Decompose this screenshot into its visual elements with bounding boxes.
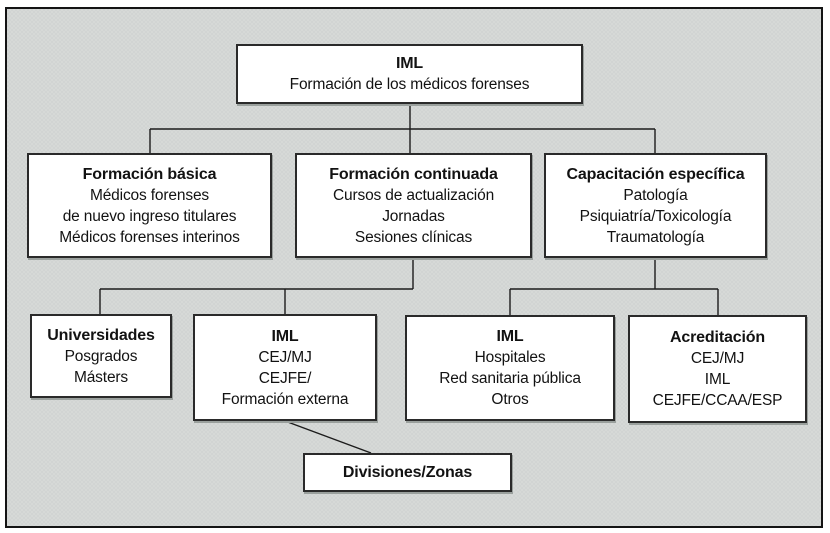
node-line: CEJFE/CCAA/ESP [652,392,783,409]
node-line: Cursos de actualización [332,186,495,204]
node-line: Red sanitaria pública [439,370,581,387]
node-title: IML [271,327,299,345]
node-line: Otros [491,391,529,408]
node-iml-cej: IML CEJ/MJ CEJFE/ Formación externa [193,314,377,421]
node-title: Divisiones/Zonas [342,464,473,481]
node-line: Másters [73,368,129,386]
node-line: IML [704,371,731,388]
node-formacion-continuada: Formación continuada Cursos de actualiza… [295,153,532,258]
node-title: Universidades [47,326,155,344]
node-line: de nuevo ingreso titulares [62,207,237,225]
node-line: Traumatología [606,228,705,246]
node-line: CEJ/MJ [690,350,745,367]
node-line: Jornadas [382,207,445,225]
node-line: CEJ/MJ [258,348,312,366]
node-title: Formación básica [82,165,217,183]
node-line: Médicos forenses interinos [59,228,240,246]
node-formacion-basica: Formación básica Médicos forenses de nue… [27,153,272,258]
node-line: CEJFE/ [258,369,312,387]
node-line: Sesiones clínicas [354,228,473,246]
node-iml-hospitales: IML Hospitales Red sanitaria pública Otr… [405,315,615,421]
node-line: Patología [623,186,688,204]
node-acreditacion: Acreditación CEJ/MJ IML CEJFE/CCAA/ESP [628,315,807,423]
node-capacitacion-especifica: Capacitación específica Patología Psiqui… [544,153,767,258]
node-line: Posgrados [64,347,138,365]
node-line: Formación de los médicos forenses [289,76,530,93]
node-title: Acreditación [669,329,766,346]
node-title: Formación continuada [329,165,498,183]
node-divisiones-zonas: Divisiones/Zonas [303,453,512,492]
node-line: Formación externa [221,390,349,408]
node-line: Médicos forenses [89,186,210,204]
node-universidades: Universidades Posgrados Másters [30,314,172,398]
node-title: IML [395,55,424,72]
node-line: Hospitales [474,349,546,366]
node-title: IML [496,328,524,345]
node-iml-root: IML Formación de los médicos forenses [236,44,583,104]
node-title: Capacitación específica [566,165,745,183]
node-line: Psiquiatría/Toxicología [579,207,732,225]
